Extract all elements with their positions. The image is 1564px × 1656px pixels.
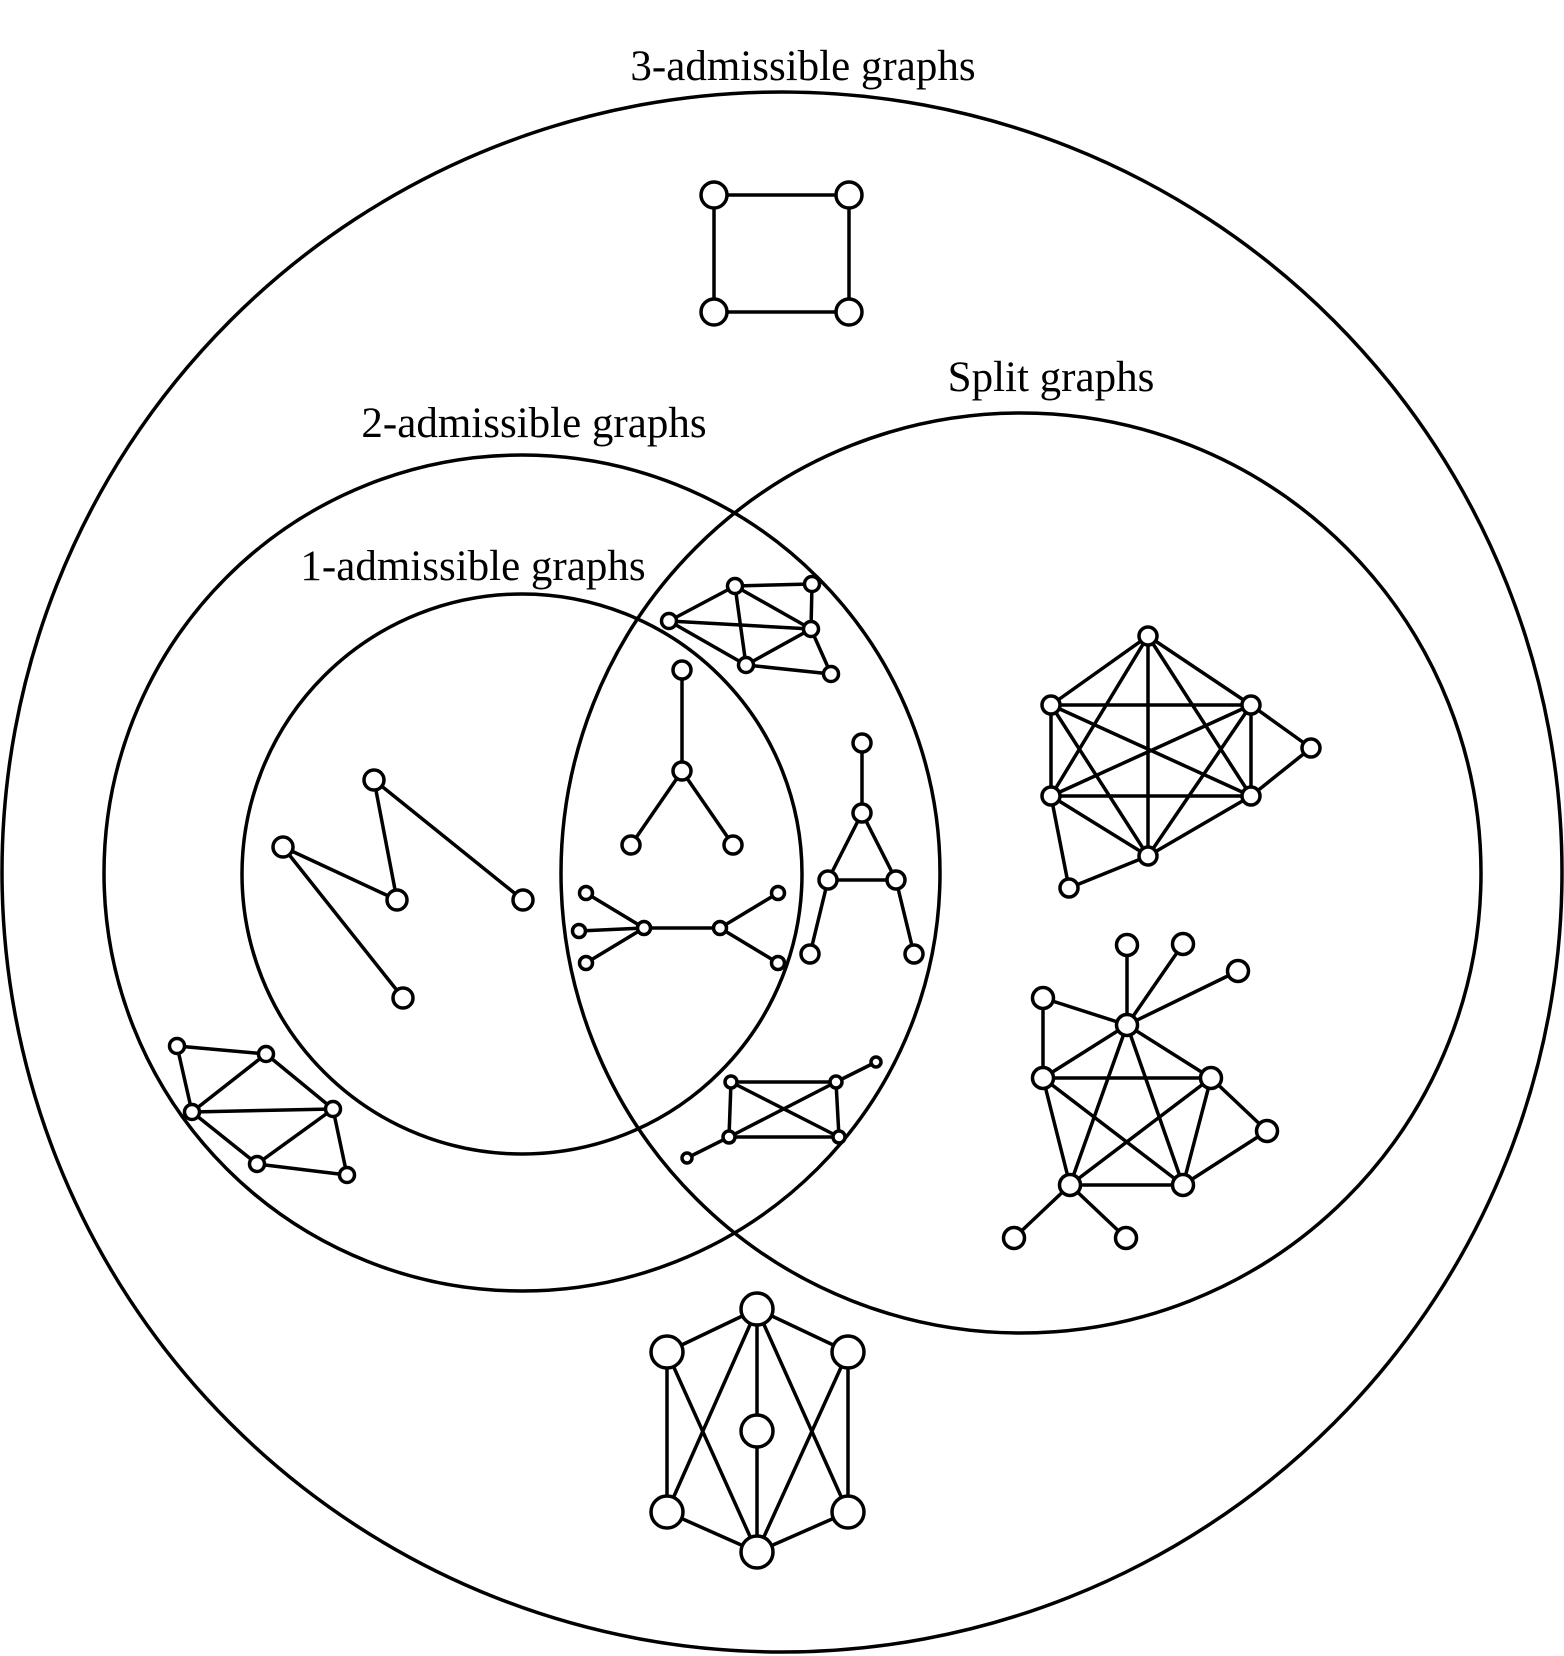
graph-lower-left xyxy=(167,1036,357,1185)
graph-double-star xyxy=(570,884,787,972)
graph-quad-split-top xyxy=(659,574,841,684)
circle-2-admissible xyxy=(102,453,942,1293)
graph-star-y xyxy=(620,659,744,856)
graph-rect-diagonals xyxy=(680,1055,883,1165)
graph-clique-hexagon xyxy=(1040,625,1322,899)
label-2-admissible: 2-admissible graphs xyxy=(361,400,706,447)
circle-split xyxy=(559,411,1483,1335)
graph-clique-pentagon xyxy=(1001,931,1280,1251)
label-1-admissible: 1-admissible graphs xyxy=(300,543,645,590)
label-3-admissible: 3-admissible graphs xyxy=(630,43,975,90)
circle-3-admissible xyxy=(0,90,1564,1654)
graph-c4-square xyxy=(699,180,864,327)
label-split: Split graphs xyxy=(948,354,1155,401)
graph-bottom-hexagon xyxy=(649,1291,866,1570)
graph-a-shape xyxy=(799,732,925,965)
graph-tree-w xyxy=(271,768,535,1010)
circle-1-admissible xyxy=(240,592,804,1156)
